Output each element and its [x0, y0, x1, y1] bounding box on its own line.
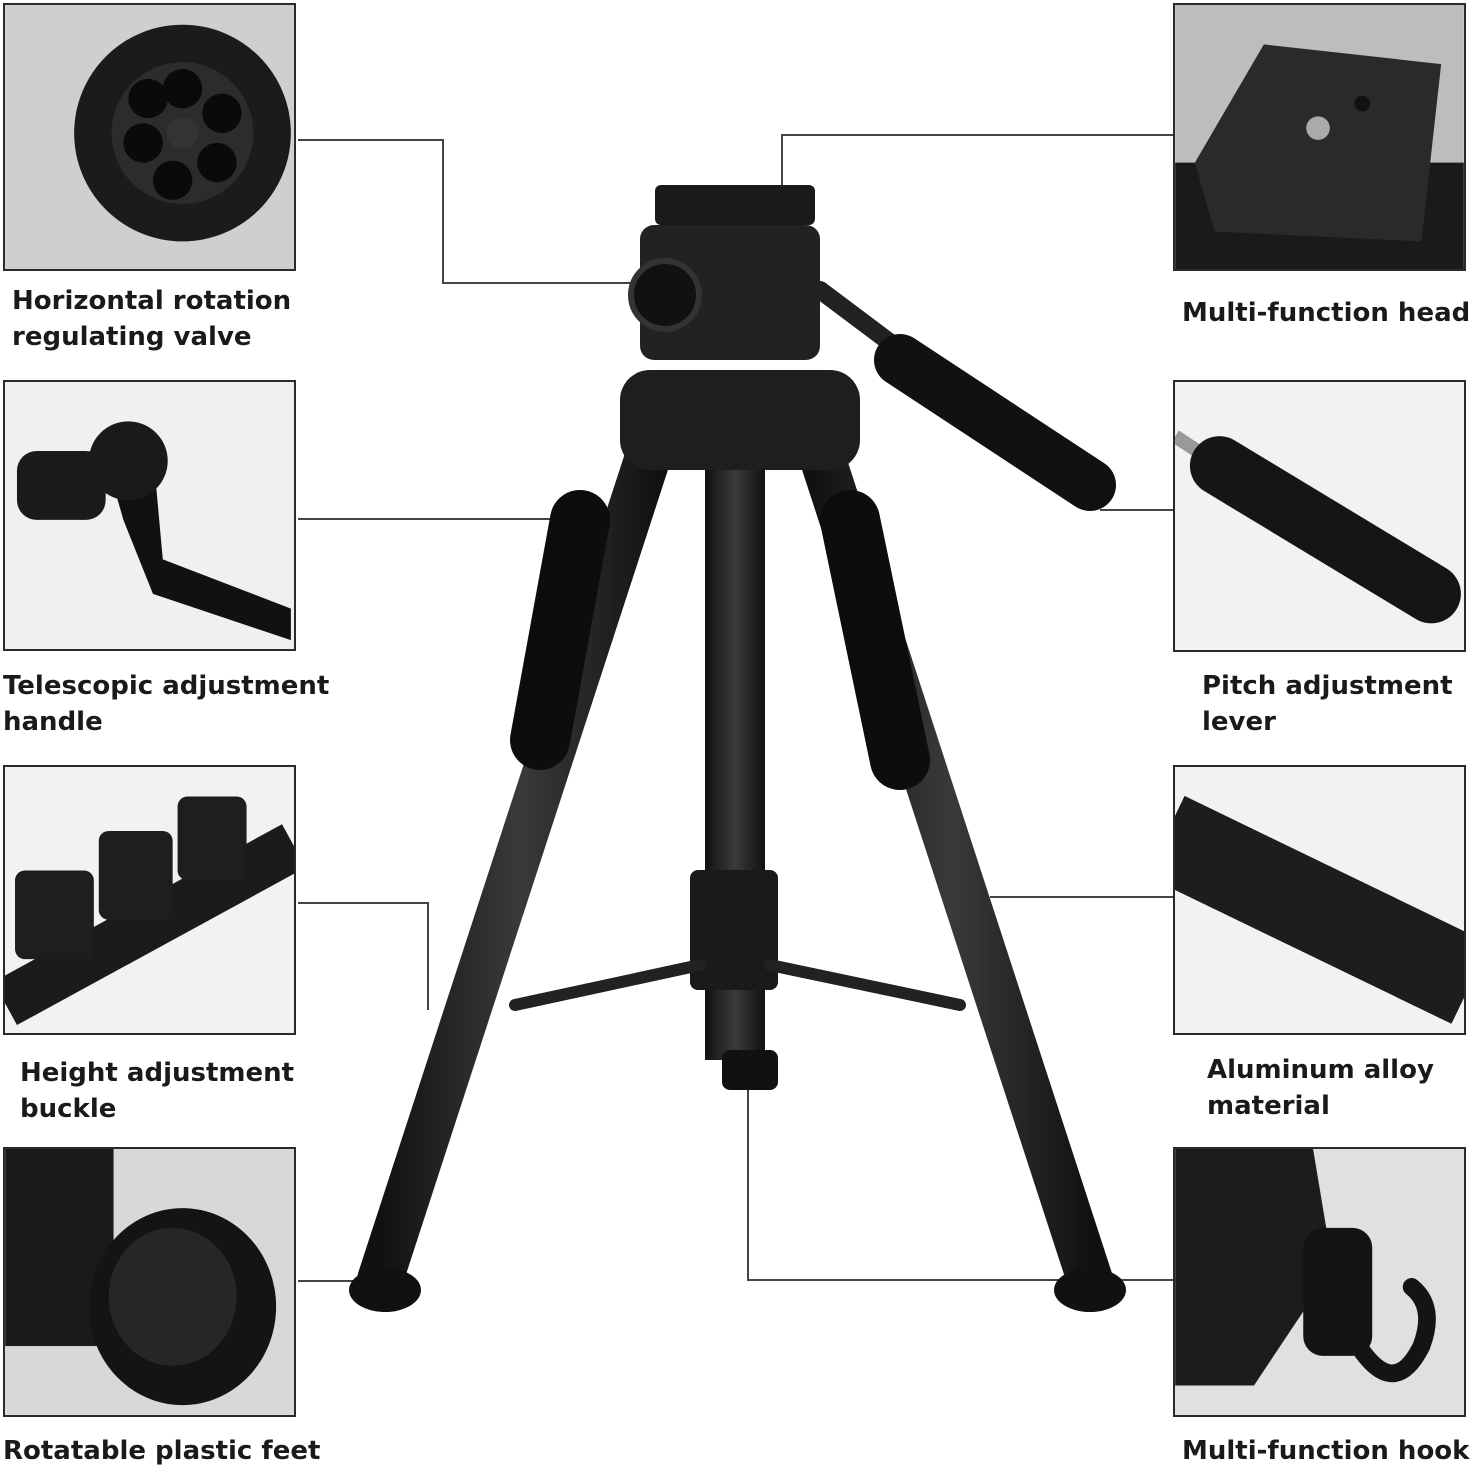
leg-buckles-icon [5, 767, 294, 1033]
connector-hook [747, 1090, 1173, 1281]
label-height-buckle: Height adjustment buckle [20, 1058, 295, 1124]
label-telescopic-handle: Telescopic adjustment handle [3, 671, 330, 737]
panel-hook [1173, 1147, 1466, 1417]
connector-rotation-valve [298, 139, 640, 284]
connector-height-buckle [298, 902, 429, 1010]
aluminum-tube-icon [1175, 767, 1464, 1033]
label-pitch-lever: Pitch adjustment lever [1202, 671, 1453, 737]
label-hook: Multi-function hook [1182, 1436, 1470, 1466]
panel-aluminum [1173, 765, 1466, 1035]
label-aluminum: Aluminum alloy material [1207, 1055, 1434, 1121]
panel-height-buckle [3, 765, 296, 1035]
quick-release-plate-icon [1175, 5, 1464, 269]
tripod-head [620, 185, 1116, 511]
rotation-valve-icon [5, 5, 294, 269]
pan-handle-icon [1175, 382, 1464, 650]
rubber-foot-icon [5, 1149, 294, 1415]
panel-telescopic-handle [3, 380, 296, 651]
center-hook-icon [1175, 1149, 1464, 1415]
panel-pitch-lever [1173, 380, 1466, 652]
panel-rotation-valve [3, 3, 296, 271]
crank-handle-icon [5, 382, 294, 649]
panel-plastic-feet [3, 1147, 296, 1417]
label-multi-head: Multi-function head [1182, 298, 1471, 328]
panel-multi-head [1173, 3, 1466, 271]
connector-multi-head [781, 134, 1173, 190]
tripod-legs [349, 397, 1126, 1312]
label-plastic-feet: Rotatable plastic feet [3, 1436, 321, 1466]
label-rotation-valve: Horizontal rotation regulating valve [12, 286, 292, 352]
